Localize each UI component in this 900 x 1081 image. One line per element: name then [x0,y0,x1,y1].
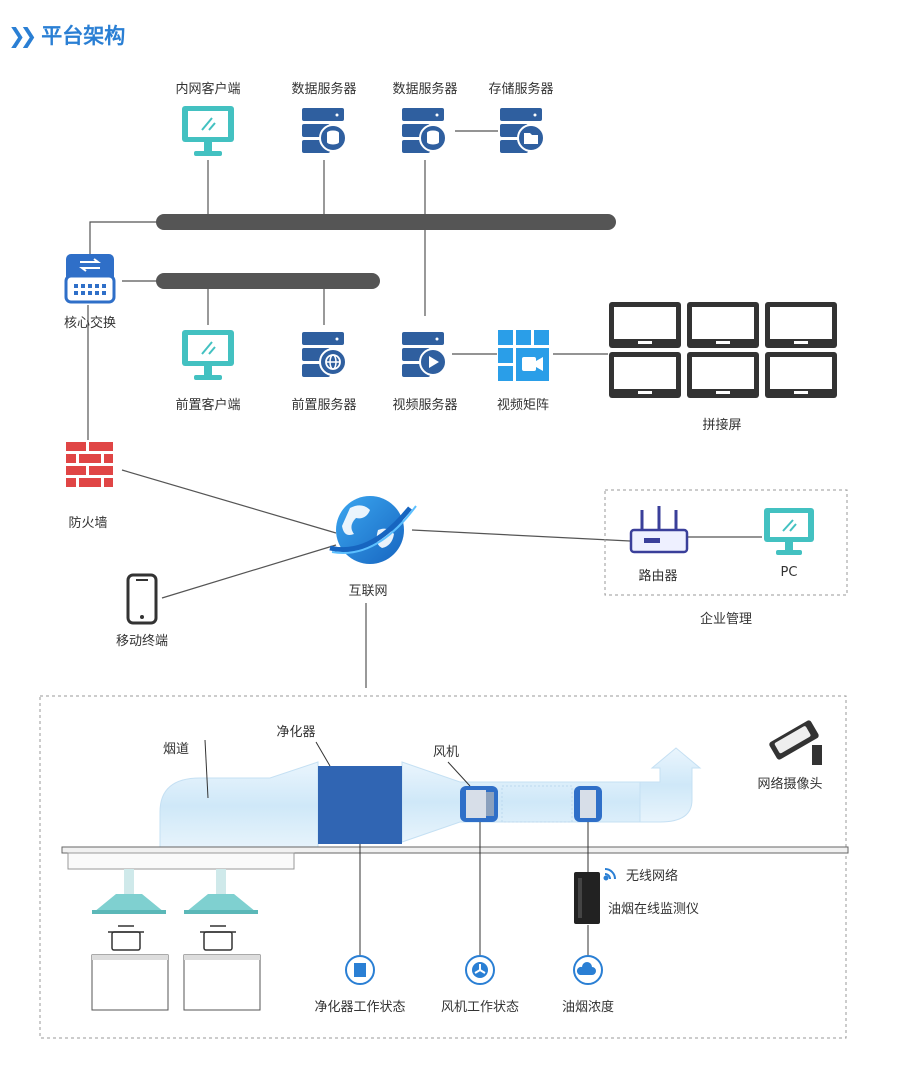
firewall-icon [66,442,113,487]
stove-2 [183,925,261,1011]
router-icon [629,506,689,554]
label-pc: PC [780,565,798,580]
label-splice-screen: 拼接屏 [702,418,742,433]
fan-unit [447,761,498,822]
page-title-text: 平台架构 [41,24,126,48]
label-fan: 风机 [432,745,460,760]
label-duct: 烟道 [162,742,190,757]
flex-duct [501,785,573,823]
label-front-client: 前置客户端 [175,398,241,413]
smoke-density-icon [573,955,603,985]
mobile-phone-icon [126,573,158,625]
data-server-2-icon [402,108,447,153]
label-core-switch: 核心交换 [63,316,117,331]
label-storage-server: 存储服务器 [488,82,554,97]
label-fan-status: 风机工作状态 [440,1000,520,1015]
core-switch-icon [64,254,116,304]
kitchen-box [39,695,847,1039]
front-client-icon [182,330,234,380]
connector-lines [87,130,762,688]
wifi-icon [603,868,616,881]
label-wireless: 无线网络 [626,869,679,884]
oil-smoke-monitor-device [574,872,600,924]
purifier-status-icon [345,955,375,985]
label-data-server-1: 数据服务器 [291,82,357,97]
label-video-server: 视频服务器 [392,398,458,413]
label-monitor: 油烟在线监测仪 [608,902,700,917]
hood-base [67,852,295,870]
network-camera-icon [769,720,822,765]
label-smoke-density: 油烟浓度 [561,1000,615,1015]
fan-unit-2 [574,786,602,822]
label-intranet-client: 内网客户端 [175,82,241,97]
data-server-1-icon [302,108,347,153]
label-purifier-status: 净化器工作状态 [314,1000,406,1015]
splice-screen-icon [609,302,837,398]
label-purifier: 净化器 [276,725,316,740]
page-title: ❯❯平台架构 [8,20,125,50]
video-matrix-icon [498,330,549,381]
enterprise-box [604,489,848,596]
range-hood-1 [92,869,166,914]
upper-network-bus [156,214,616,230]
range-hood-2 [184,869,258,914]
label-enterprise: 企业管理 [699,612,753,627]
purifier-unit [318,766,402,844]
internet-globe-icon [329,496,417,564]
label-front-server: 前置服务器 [291,398,357,413]
pc-monitor-icon [764,508,814,555]
label-video-matrix: 视频矩阵 [496,398,550,413]
exhaust-duct [159,739,702,851]
label-mobile: 移动终端 [115,634,169,649]
ceiling-plate [61,846,849,854]
label-camera: 网络摄像头 [757,777,823,792]
lower-network-bus [156,273,380,289]
stove-1 [91,925,169,1011]
front-server-icon [302,332,347,377]
status-lines [359,822,589,958]
video-server-icon [402,332,447,377]
intranet-client-icon [182,106,234,156]
label-router: 路由器 [638,569,678,584]
label-internet: 互联网 [348,584,388,599]
label-data-server-2: 数据服务器 [392,82,458,97]
fan-status-icon [465,955,495,985]
storage-server-icon [500,108,545,153]
label-firewall: 防火墙 [68,516,108,531]
